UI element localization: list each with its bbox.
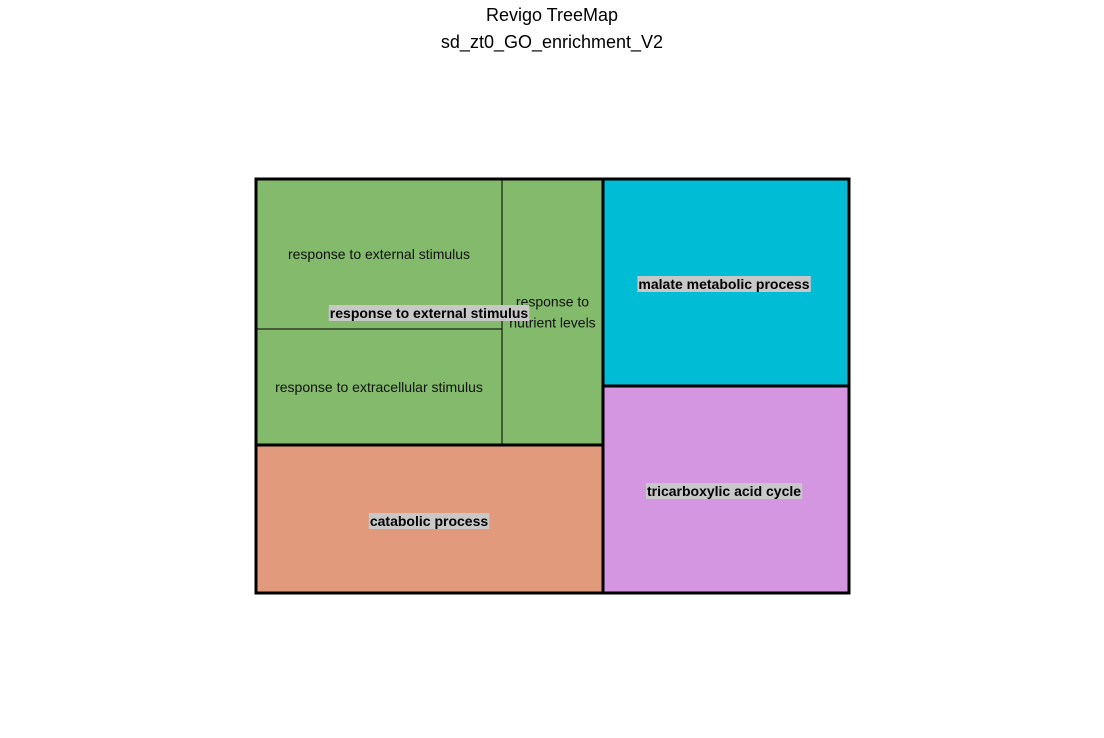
term-label-response-to-extracellular-stimulus: response to extracellular stimulus [275,379,483,395]
treemap-outer-border [254,177,851,595]
chart-subtitle: sd_zt0_GO_enrichment_V2 [440,32,664,52]
group-label-bg-tricarboxylic-acid-cycle [645,483,803,499]
group-label-bg-malate-metabolic-process [637,276,811,292]
group-label-bg-catabolic-process [368,513,490,529]
group-label-tricarboxylic-acid-cycle: tricarboxylic acid cycle [647,483,801,499]
group-label-response-to-external-stimulus: response to external stimulus [330,305,529,321]
chart-title: Revigo TreeMap [485,5,619,25]
term-label-response-to-external-stimulus: response to external stimulus [288,246,470,262]
group-label-catabolic-process: catabolic process [370,513,488,529]
group-label-malate-metabolic-process: malate metabolic process [638,276,809,292]
group-label-bg-response-to-external-stimulus [328,305,530,321]
